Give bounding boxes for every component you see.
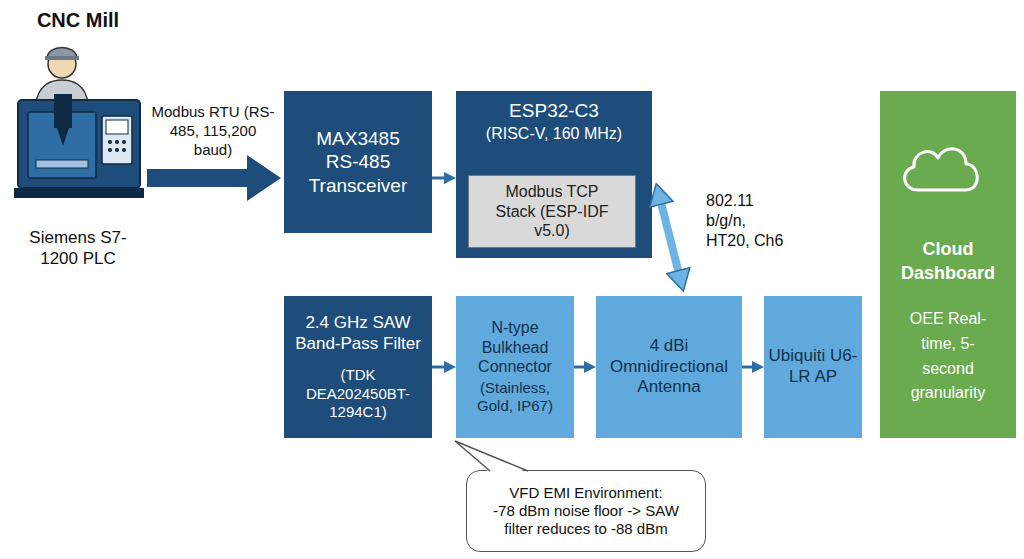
mill-base xyxy=(14,188,144,198)
rf-arrow xyxy=(742,366,752,369)
node-title: Ubiquiti U6-LR AP xyxy=(767,346,859,387)
callout-tail xyxy=(455,441,528,473)
panel-button xyxy=(108,148,112,152)
node-title: 2.4 GHz SAW Band-Pass Filter xyxy=(288,313,428,354)
mill-tool xyxy=(57,128,69,146)
access-point-box: Ubiquiti U6-LR AP xyxy=(764,296,862,438)
filter-box: 2.4 GHz SAW Band-Pass Filter (TDK DEA2024… xyxy=(284,296,432,438)
transceiver-box: MAX3485 RS-485 Transceiver xyxy=(284,91,432,233)
node-title: ESP32-C3 xyxy=(459,99,649,122)
callout-tail-outline xyxy=(455,441,528,471)
rf-arrow xyxy=(432,366,444,369)
node-detail: Siemens S7-1200 PLC xyxy=(23,228,133,269)
mcu-box: ESP32-C3(RISC-V, 160 MHz) Modbus TCP Stac… xyxy=(456,91,652,258)
wireless-link xyxy=(661,204,678,270)
mill-spindle xyxy=(54,94,72,128)
node-title: 4 dBi Omnidirectional Antenna xyxy=(600,336,738,398)
node-title: CNC Mill xyxy=(12,8,144,32)
control-panel xyxy=(102,116,132,164)
panel-button xyxy=(122,140,126,144)
node-detail: -78 dBm noise floor -> SAW filter reduce… xyxy=(479,502,694,539)
node-title: Cloud Dashboard xyxy=(892,237,1004,286)
link-label: 802.11 b/g/n, HT20, Ch6 xyxy=(706,191,790,251)
mill-window xyxy=(28,112,96,178)
node-title: N-type Bulkhead Connector xyxy=(469,318,561,377)
panel-button xyxy=(115,140,119,144)
node-detail: (RISC-V, 160 MHz) xyxy=(459,124,649,144)
panel-button xyxy=(122,148,126,152)
panel-button xyxy=(108,140,112,144)
operator-cap xyxy=(47,48,77,59)
mill-bed xyxy=(36,160,88,168)
node-title: MAX3485 RS-485 Transceiver xyxy=(298,127,418,197)
fieldbus-arrow xyxy=(147,169,247,187)
operator-body xyxy=(36,80,88,104)
machine-node: CNC MillSiemens S7-1200 PLC xyxy=(12,4,144,270)
antenna-box: 4 dBi Omnidirectional Antenna xyxy=(596,296,742,438)
mill-body xyxy=(18,100,140,188)
link-label: Modbus RTU (RS-485, 115,200 baud) xyxy=(150,103,276,159)
node-title: Modbus TCP Stack (ESP-IDF v5.0) xyxy=(490,182,615,241)
connector-box: N-type Bulkhead Connector(Stainless, Gol… xyxy=(456,296,574,438)
node-detail: (Stainless, Gold, IP67) xyxy=(463,379,567,416)
rf-arrow xyxy=(574,366,584,369)
cap-brim xyxy=(45,56,79,60)
panel-button xyxy=(115,148,119,152)
panel-screen xyxy=(106,120,128,134)
operator-head xyxy=(48,50,76,78)
node-detail: OEE Real-time, 5-second granularity xyxy=(896,307,1000,406)
node-detail: (TDK DEA202450BT-1294C1) xyxy=(302,366,414,421)
dashboard-box: Cloud DashboardOEE Real-time, 5-second g… xyxy=(880,91,1016,438)
node-title: VFD EMI Environment: xyxy=(509,484,662,502)
callout-bubble: VFD EMI Environment:-78 dBm noise floor … xyxy=(466,470,706,552)
signal-arrow xyxy=(432,177,444,180)
stack-box: Modbus TCP Stack (ESP-IDF v5.0) xyxy=(468,175,636,248)
